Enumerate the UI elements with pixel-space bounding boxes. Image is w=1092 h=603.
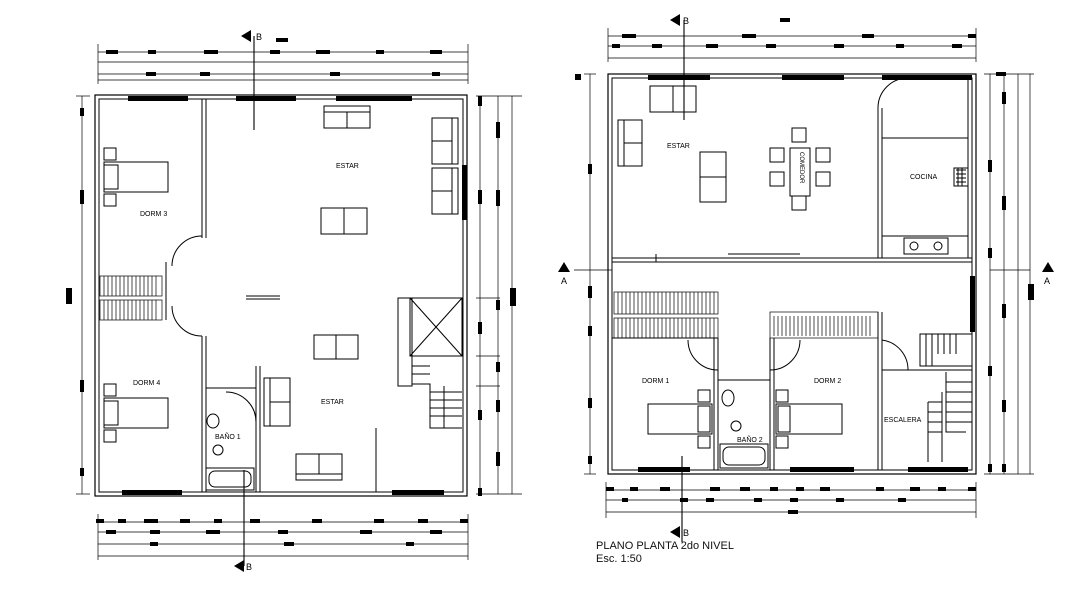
section-marker-b-bottom-left: B xyxy=(246,562,252,572)
section-marker-a-right: A xyxy=(1044,276,1050,286)
section-marker-a-left: A xyxy=(561,276,567,286)
plan-left xyxy=(66,30,522,572)
room-label-dorm-1: DORM 1 xyxy=(642,378,669,385)
room-label-dorm-4: DORM 4 xyxy=(133,380,160,387)
room-label-escalera: ESCALERA xyxy=(884,417,922,424)
section-marker-b-bottom-right: B xyxy=(683,528,689,538)
room-label-estar-top: ESTAR xyxy=(336,163,359,170)
section-marker-b-top-right: B xyxy=(683,16,689,26)
room-label-dorm-3: DORM 3 xyxy=(140,211,167,218)
plan-title-block: PLANO PLANTA 2do NIVEL Esc. 1:50 xyxy=(596,540,734,566)
room-label-estar-bottom: ESTAR xyxy=(321,399,344,406)
room-label-bano-1: BAÑO 1 xyxy=(215,432,241,441)
room-label-estar: ESTAR xyxy=(667,143,690,150)
room-label-comedor: COMEDOR xyxy=(798,152,804,184)
room-label-cocina: COCINA xyxy=(910,174,938,181)
section-marker-b-top-left: B xyxy=(256,32,262,42)
plan-right-labels: ESTAR COMEDOR COCINA DORM 1 DORM 2 BAÑO … xyxy=(561,16,1050,538)
plan-left-labels: ESTAR DORM 3 DORM 4 ESTAR BAÑO 1 B B xyxy=(133,32,359,572)
plan-right xyxy=(558,14,1054,542)
room-label-bano-2: BAÑO 2 xyxy=(737,435,763,444)
room-label-dorm-2: DORM 2 xyxy=(814,378,841,385)
plan-title: PLANO PLANTA 2do NIVEL xyxy=(596,540,734,552)
plan-scale: Esc. 1:50 xyxy=(596,553,642,565)
